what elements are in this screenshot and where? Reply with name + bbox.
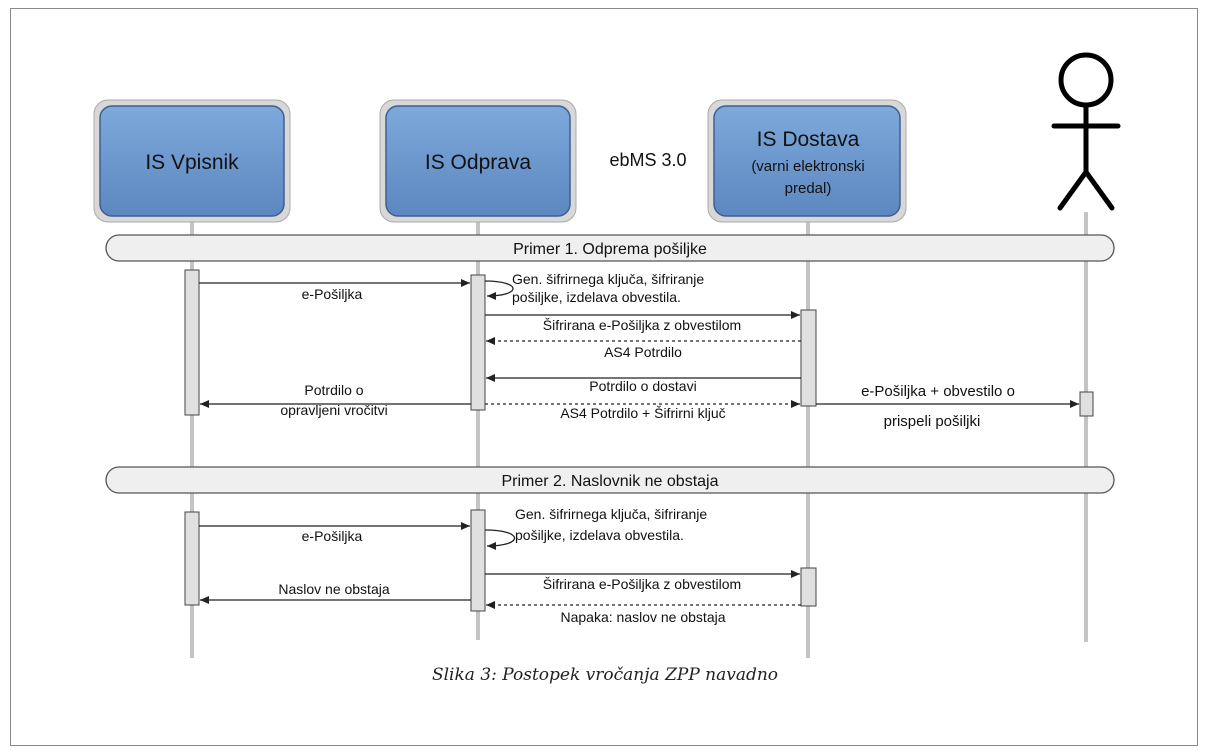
messages-section-1: e-Pošiljka Gen. šifrirnega ključa, šifri… [199, 271, 1079, 430]
msg-label-encrypted-2: Šifrirana e-Pošiljka z obvestilom [543, 576, 741, 592]
msg-label-receipt-1b: opravljeni vročitvi [280, 402, 387, 418]
msg-label-send-1: e-Pošiljka [302, 286, 363, 302]
figure-caption: Slika 3: Postopek vročanja ZPP navadno [431, 665, 779, 685]
msg-label-error-2: Napaka: naslov ne obstaja [561, 609, 726, 625]
participant-vpisnik: IS Vpisnik [93, 99, 291, 223]
msg-label-self-2a: Gen. šifrirnega ključa, šifriranje [515, 506, 707, 522]
msg-label-notice-1a: e-Pošiljka + obvestilo o [861, 383, 1015, 400]
participant-sublabel-dostava-1: (varni elektronski [751, 158, 864, 175]
protocol-label: ebMS 3.0 [609, 150, 686, 170]
activations-section-2 [184, 509, 817, 612]
participant-label-odprava: IS Odprava [425, 151, 532, 174]
participant-sublabel-dostava-2: predal) [785, 180, 832, 197]
msg-label-encrypted-1: Šifrirana e-Pošiljka z obvestilom [543, 317, 741, 333]
lifeline-vpisnik [190, 222, 194, 658]
lifeline-odprava [476, 222, 480, 640]
section-band-2: Primer 2. Naslovnik ne obstaja [105, 466, 1115, 494]
section-title-2: Primer 2. Naslovnik ne obstaja [502, 473, 719, 490]
msg-label-self-1a: Gen. šifrirnega ključa, šifriranje [512, 271, 704, 287]
msg-label-self-1b: pošiljke, izdelava obvestila. [512, 289, 681, 305]
lifelines [190, 212, 1088, 658]
msg-label-as4-1: AS4 Potrdilo [604, 344, 682, 360]
stick-figure-icon [1051, 52, 1121, 211]
msg-label-send-2: e-Pošiljka [302, 528, 363, 544]
msg-label-as4-key-1: AS4 Potrdilo + Šifrirni ključ [560, 405, 725, 421]
participant-odprava: IS Odprava [379, 99, 577, 223]
participant-dostava: IS Dostava (varni elektronski predal) [707, 99, 907, 223]
section-band-1: Primer 1. Odprema pošiljke [105, 234, 1115, 262]
msg-self-loop-2 [484, 529, 516, 550]
msg-self-loop-1 [484, 280, 514, 300]
msg-label-delivery-1: Potrdilo o dostavi [589, 378, 696, 394]
msg-label-notice-1b: prispeli pošiljki [884, 413, 981, 430]
participant-label-vpisnik: IS Vpisnik [145, 151, 239, 174]
messages-section-2: e-Pošiljka Gen. šifrirnega ključa, šifri… [199, 506, 801, 625]
participant-label-dostava: IS Dostava [757, 128, 860, 151]
lifeline-dostava [806, 222, 810, 658]
msg-label-receipt-1a: Potrdilo o [304, 382, 363, 398]
msg-label-no-address-2: Naslov ne obstaja [278, 581, 390, 597]
lifeline-actor [1084, 212, 1088, 642]
msg-label-self-2b: pošiljke, izdelava obvestila. [515, 527, 684, 543]
section-title-1: Primer 1. Odprema pošiljke [513, 241, 707, 258]
activations-section-1 [184, 269, 1094, 417]
